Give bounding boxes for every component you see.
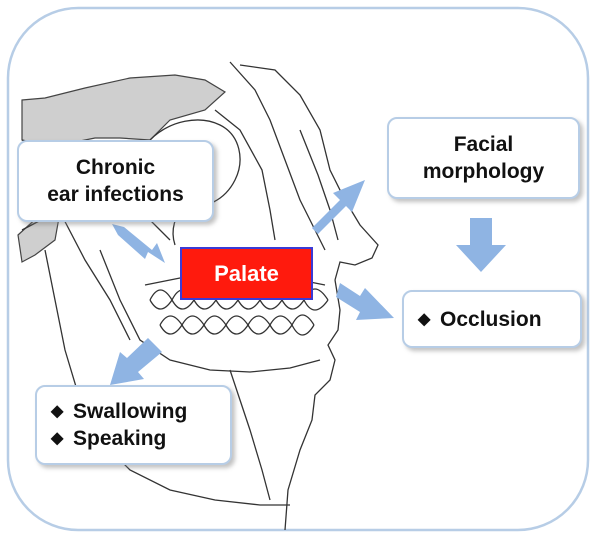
- shaded-cranium: [22, 75, 225, 145]
- arrow-icon: [112, 224, 165, 263]
- facial-morphology-line2: morphology: [423, 158, 544, 185]
- occlusion-box: ◆ Occlusion: [402, 290, 582, 348]
- palate-label: Palate: [214, 261, 279, 287]
- ear-infections-box: Chronic ear infections: [17, 140, 214, 222]
- facial-morphology-box: Facial morphology: [387, 117, 580, 199]
- diamond-bullet-icon: ◆: [51, 425, 65, 452]
- occlusion-label: Occlusion: [440, 306, 542, 333]
- arrow-icon: [336, 283, 394, 320]
- ear-infections-line2: ear infections: [47, 181, 184, 208]
- palate-box: Palate: [180, 247, 313, 300]
- swallowing-speaking-box: ◆ Swallowing ◆ Speaking: [35, 385, 232, 465]
- ear-infections-line1: Chronic: [76, 154, 155, 181]
- facial-morphology-line1: Facial: [454, 131, 514, 158]
- arrow-icon: [110, 338, 162, 385]
- swallowing-label: Swallowing: [73, 398, 187, 425]
- arrow-icon: [456, 218, 506, 272]
- diamond-bullet-icon: ◆: [51, 398, 65, 425]
- speaking-label: Speaking: [73, 425, 166, 452]
- diamond-bullet-icon: ◆: [418, 306, 432, 333]
